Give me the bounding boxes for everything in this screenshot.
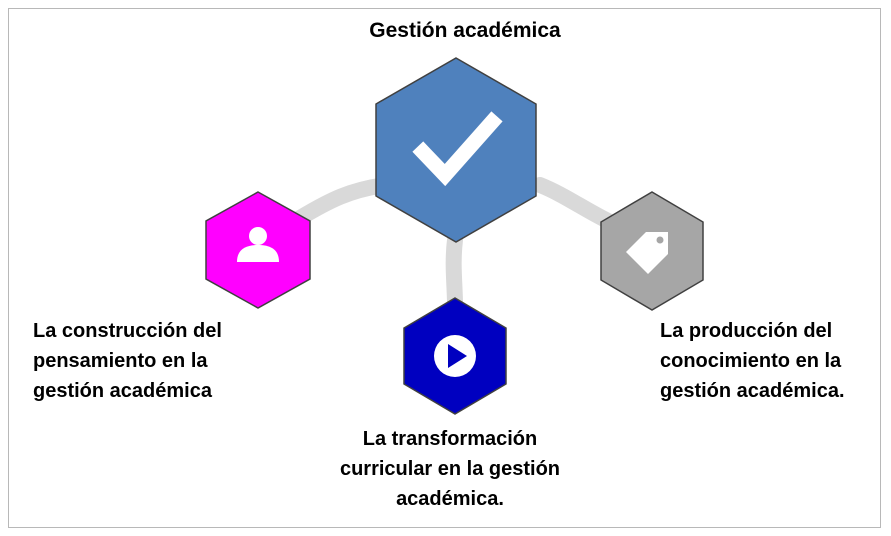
connector-bottom xyxy=(445,232,463,313)
diagram-title: Gestión académica xyxy=(369,19,561,42)
hexagon-right xyxy=(600,191,704,311)
hexagon-bottom xyxy=(403,297,507,415)
play-icon xyxy=(434,335,476,377)
diagram-frame xyxy=(8,8,881,528)
hexagon-left xyxy=(205,191,311,309)
hexagon-center-shape xyxy=(375,57,537,243)
person-icon xyxy=(237,227,279,262)
label-construccion-pensamiento: La construcción del pensamiento en la ge… xyxy=(33,320,222,402)
tag-icon xyxy=(626,232,668,274)
label-transformacion-curricular: La transformación curricular en la gesti… xyxy=(339,428,561,510)
connector-right xyxy=(532,177,618,230)
hexagon-center xyxy=(375,57,537,243)
label-produccion-conocimiento: La producción del conocimiento en la ges… xyxy=(660,320,845,402)
connector-left xyxy=(292,177,393,226)
checkmark-icon xyxy=(412,111,503,187)
